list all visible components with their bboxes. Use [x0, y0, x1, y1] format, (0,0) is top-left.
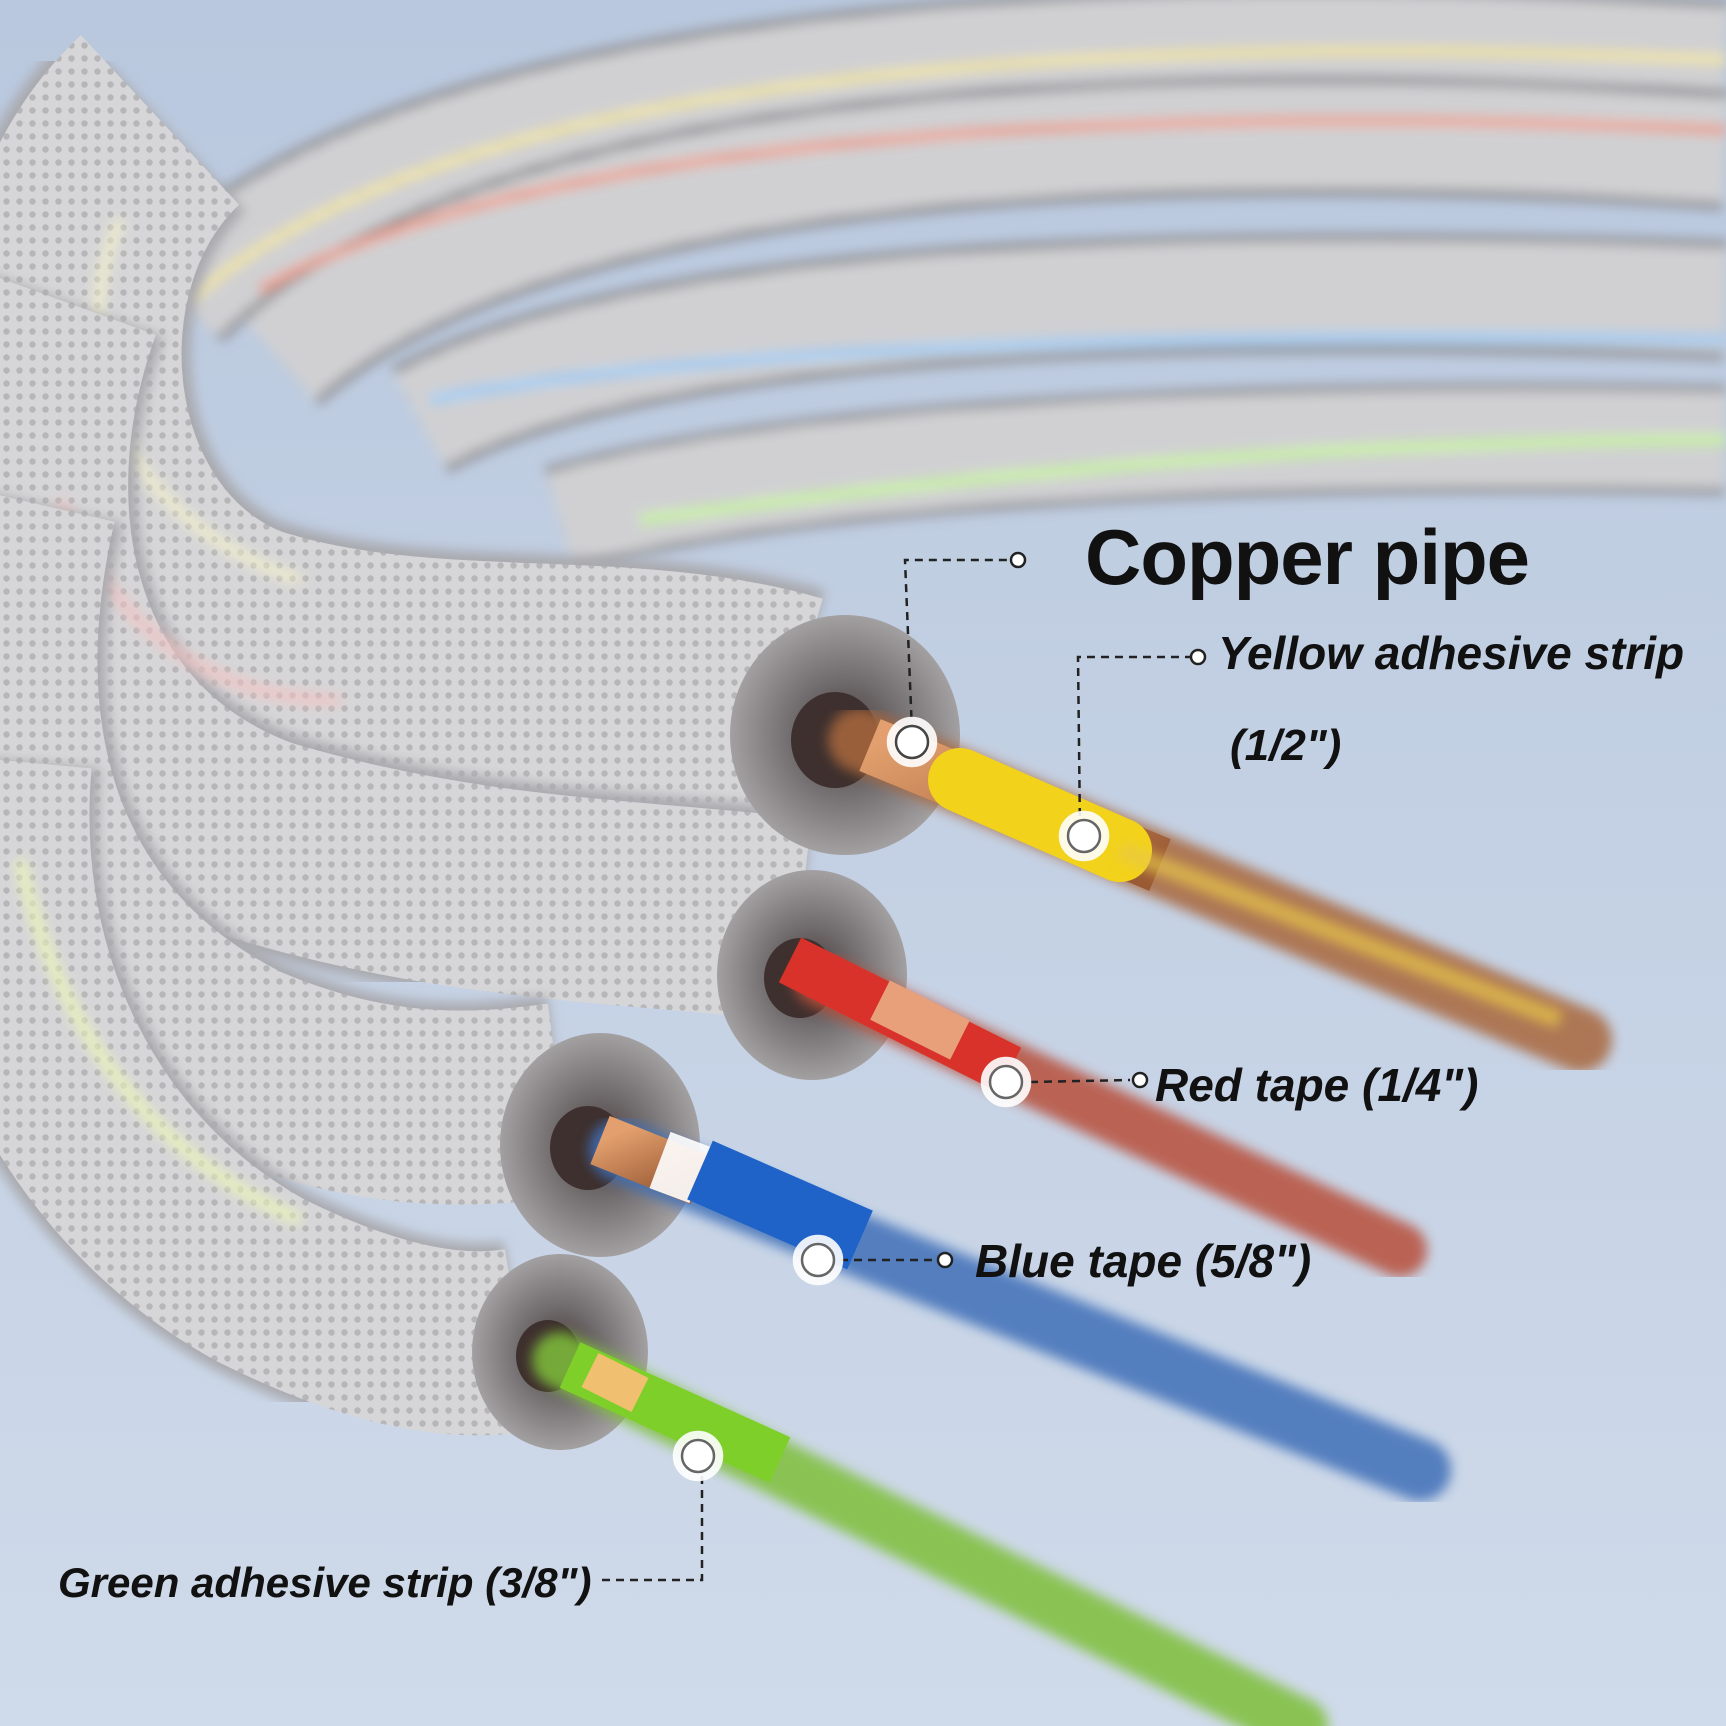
callout-copper-pipe [886, 551, 1027, 768]
copper-line-green [532, 1332, 1328, 1726]
green-strip-label: Green adhesive strip (3/8") [58, 1559, 592, 1606]
yellow-strip-size-label: (1/2") [1230, 721, 1342, 770]
callout-blue-tape [792, 1234, 954, 1286]
blue-tape-label: Blue tape (5/8") [975, 1235, 1312, 1287]
callout-green-strip [600, 1430, 724, 1582]
copper-pipe-label: Copper pipe [1085, 513, 1530, 601]
callout-red-tape [980, 1056, 1149, 1108]
pipe-insulated-green [0, 760, 537, 1444]
copper-line-blue [589, 1115, 1451, 1501]
copper-line-red [778, 937, 1427, 1277]
callout-yellow-strip [1058, 648, 1207, 862]
red-tape-label: Red tape (1/4") [1155, 1059, 1479, 1111]
pipe-insulated-blue [0, 495, 574, 1213]
pipe-coil-back [137, 0, 1726, 573]
yellow-strip-label: Yellow adhesive strip [1218, 627, 1685, 679]
